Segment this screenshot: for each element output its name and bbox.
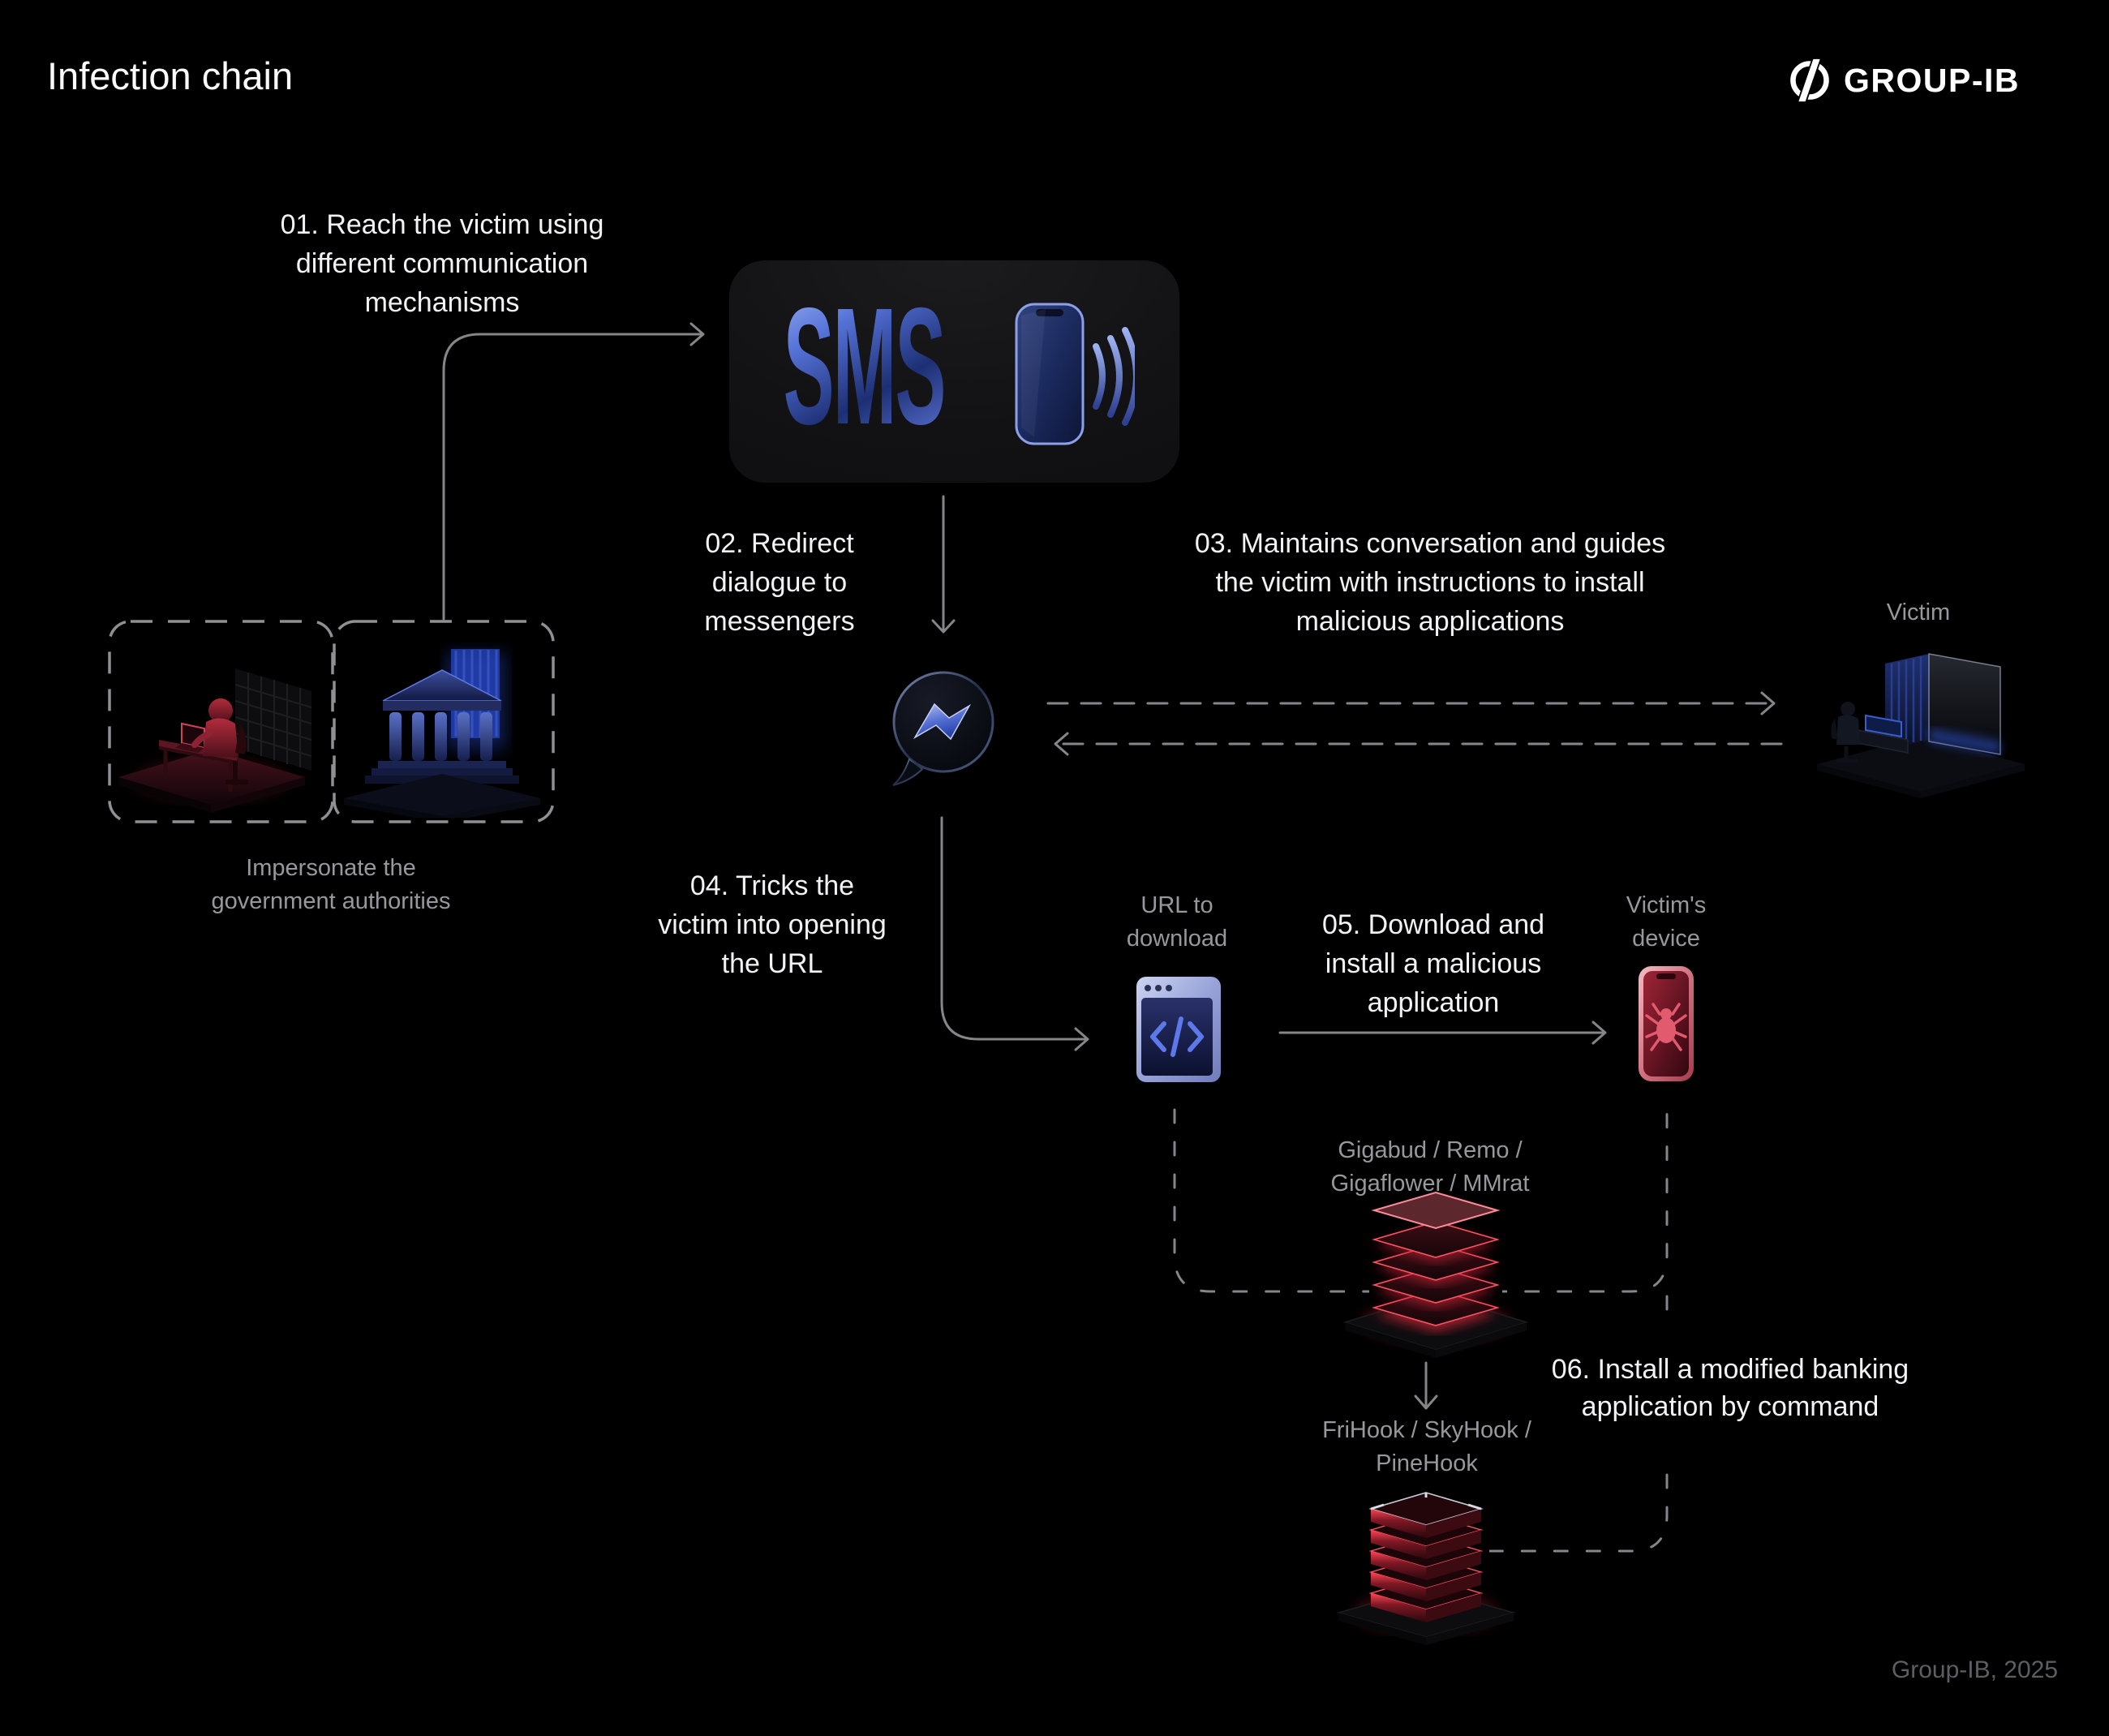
gigabud-malware-stack-icon <box>1342 1191 1529 1358</box>
page-title: Infection chain <box>47 54 294 97</box>
infected-phone-icon <box>1639 966 1694 1081</box>
frihook-label: FriHook / SkyHook /PineHook <box>1322 1417 1531 1476</box>
brand-logo: GROUP-IB <box>1787 57 2020 104</box>
impersonation-box-hacker <box>108 620 334 823</box>
arrow-04 <box>940 816 1087 1041</box>
hacker-at-desk-icon <box>118 668 312 813</box>
arrow-01 <box>442 333 702 621</box>
dashed-path-c2 <box>1173 1108 1669 1293</box>
frihook-app-tower-icon <box>1336 1489 1516 1645</box>
victim-label: Victim <box>1886 599 1951 625</box>
sms-channel-panel: SMS <box>729 260 1179 483</box>
brand-wordmark: GROUP-IB <box>1844 61 2020 99</box>
impersonation-box-bank <box>333 620 555 823</box>
url-browser-icon <box>1136 977 1221 1082</box>
gigabud-label: Gigabud / Remo /Gigaflower / MMrat <box>1330 1137 1530 1197</box>
dashed-path-c3 <box>1458 1473 1669 1553</box>
ringing-phone-icon <box>1015 303 1135 445</box>
sms-3d-icon: SMS <box>783 273 947 459</box>
government-building-icon <box>344 649 540 818</box>
footer-credit: Group-IB, 2025 <box>1891 1657 2058 1683</box>
groupib-logo-icon <box>1790 58 1829 103</box>
victim-at-desk-icon <box>1817 653 2025 798</box>
messenger-icon <box>892 671 994 786</box>
